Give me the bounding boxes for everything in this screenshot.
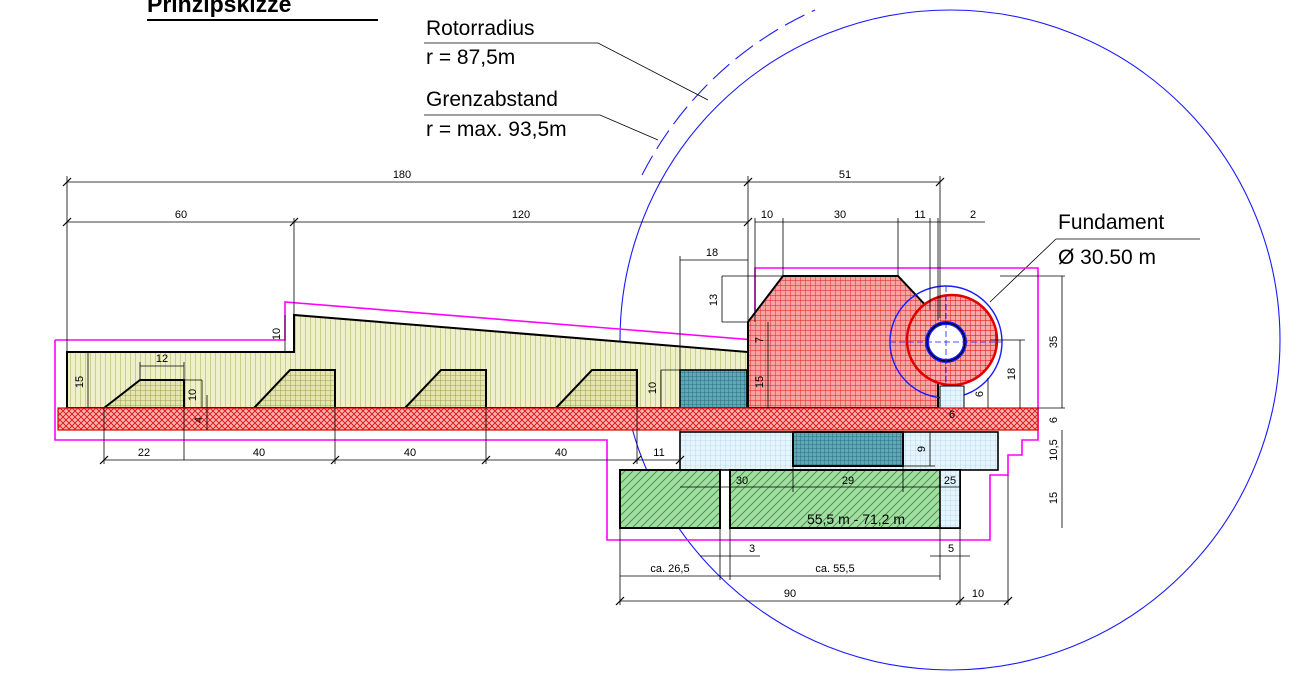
dim-line-top: [66, 176, 941, 352]
dim-11b: 11: [653, 447, 664, 459]
dim-29: 29: [842, 475, 854, 487]
dim-18b: 18: [1006, 368, 1018, 380]
dim-2: 2: [970, 209, 976, 221]
dim-25: 25: [944, 475, 956, 487]
limit-value: r = max. 93,5m: [426, 118, 567, 141]
limit-leader: [424, 114, 659, 141]
dim-15c: 15: [1048, 492, 1060, 504]
dim-40b: 40: [404, 447, 416, 459]
sketch-title: Prinzipskizze: [147, 0, 291, 17]
teal-area: [679, 369, 748, 409]
dim-7: 7: [754, 337, 766, 343]
dim-6b: 6: [974, 391, 986, 397]
dim-6c: 6: [949, 409, 955, 421]
rotor-circle: [619, 9, 1281, 671]
dim-180: 180: [393, 169, 411, 181]
limit-title: Grenzabstand: [426, 88, 558, 111]
dim-120: 120: [512, 209, 530, 221]
access-road: [57, 407, 1039, 431]
dim-22: 22: [138, 447, 150, 459]
dim-10-5: 10,5: [1048, 439, 1060, 460]
dim-10b: 10: [271, 328, 283, 340]
dim-26-5: ca. 26,5: [650, 563, 689, 575]
dim-6a: 6: [1048, 417, 1060, 423]
dim-5: 5: [948, 543, 954, 555]
dim-10d: 10: [647, 382, 659, 394]
dim-35: 35: [1048, 336, 1060, 348]
foundation-leader: [989, 238, 1200, 303]
foundation-value: Ø 30.50 m: [1058, 246, 1156, 269]
dim-15a: 15: [74, 376, 86, 388]
dim-11a: 11: [914, 209, 925, 221]
dim-51: 51: [839, 169, 851, 181]
fill-range-label: 55,5 m - 71,2 m: [807, 511, 905, 527]
dim-18a: 18: [706, 247, 718, 259]
dim-40a: 40: [253, 447, 265, 459]
green-area-left: [619, 469, 721, 529]
foundation-title: Fundament: [1058, 211, 1164, 234]
rotor-leader: [424, 42, 709, 101]
dim-13: 13: [708, 294, 720, 306]
rotor-title: Rotorradius: [426, 17, 535, 40]
dim-30b: 30: [736, 475, 748, 487]
limit-outline: [54, 267, 1039, 541]
dim-3: 3: [749, 543, 755, 555]
dim-10a: 10: [761, 209, 773, 221]
dim-9: 9: [916, 446, 928, 452]
dim-10c: 10: [187, 389, 199, 401]
dim-90: 90: [784, 588, 796, 600]
teal-lower-area: [792, 431, 904, 467]
dim-55-5: ca. 55,5: [815, 563, 854, 575]
limit-arc: [641, 9, 816, 176]
dim-10e: 10: [972, 588, 984, 600]
dim-4: 4: [193, 417, 205, 423]
rotor-value: r = 87,5m: [426, 46, 515, 69]
dim-15b: 15: [754, 376, 766, 388]
dim-line-pad: [754, 218, 985, 322]
dim-12: 12: [156, 353, 168, 365]
dim-60: 60: [175, 209, 187, 221]
dim-40c: 40: [555, 447, 567, 459]
dim-30a: 30: [834, 209, 846, 221]
dim-line-second: [67, 218, 748, 352]
green-area-right: [729, 469, 961, 529]
